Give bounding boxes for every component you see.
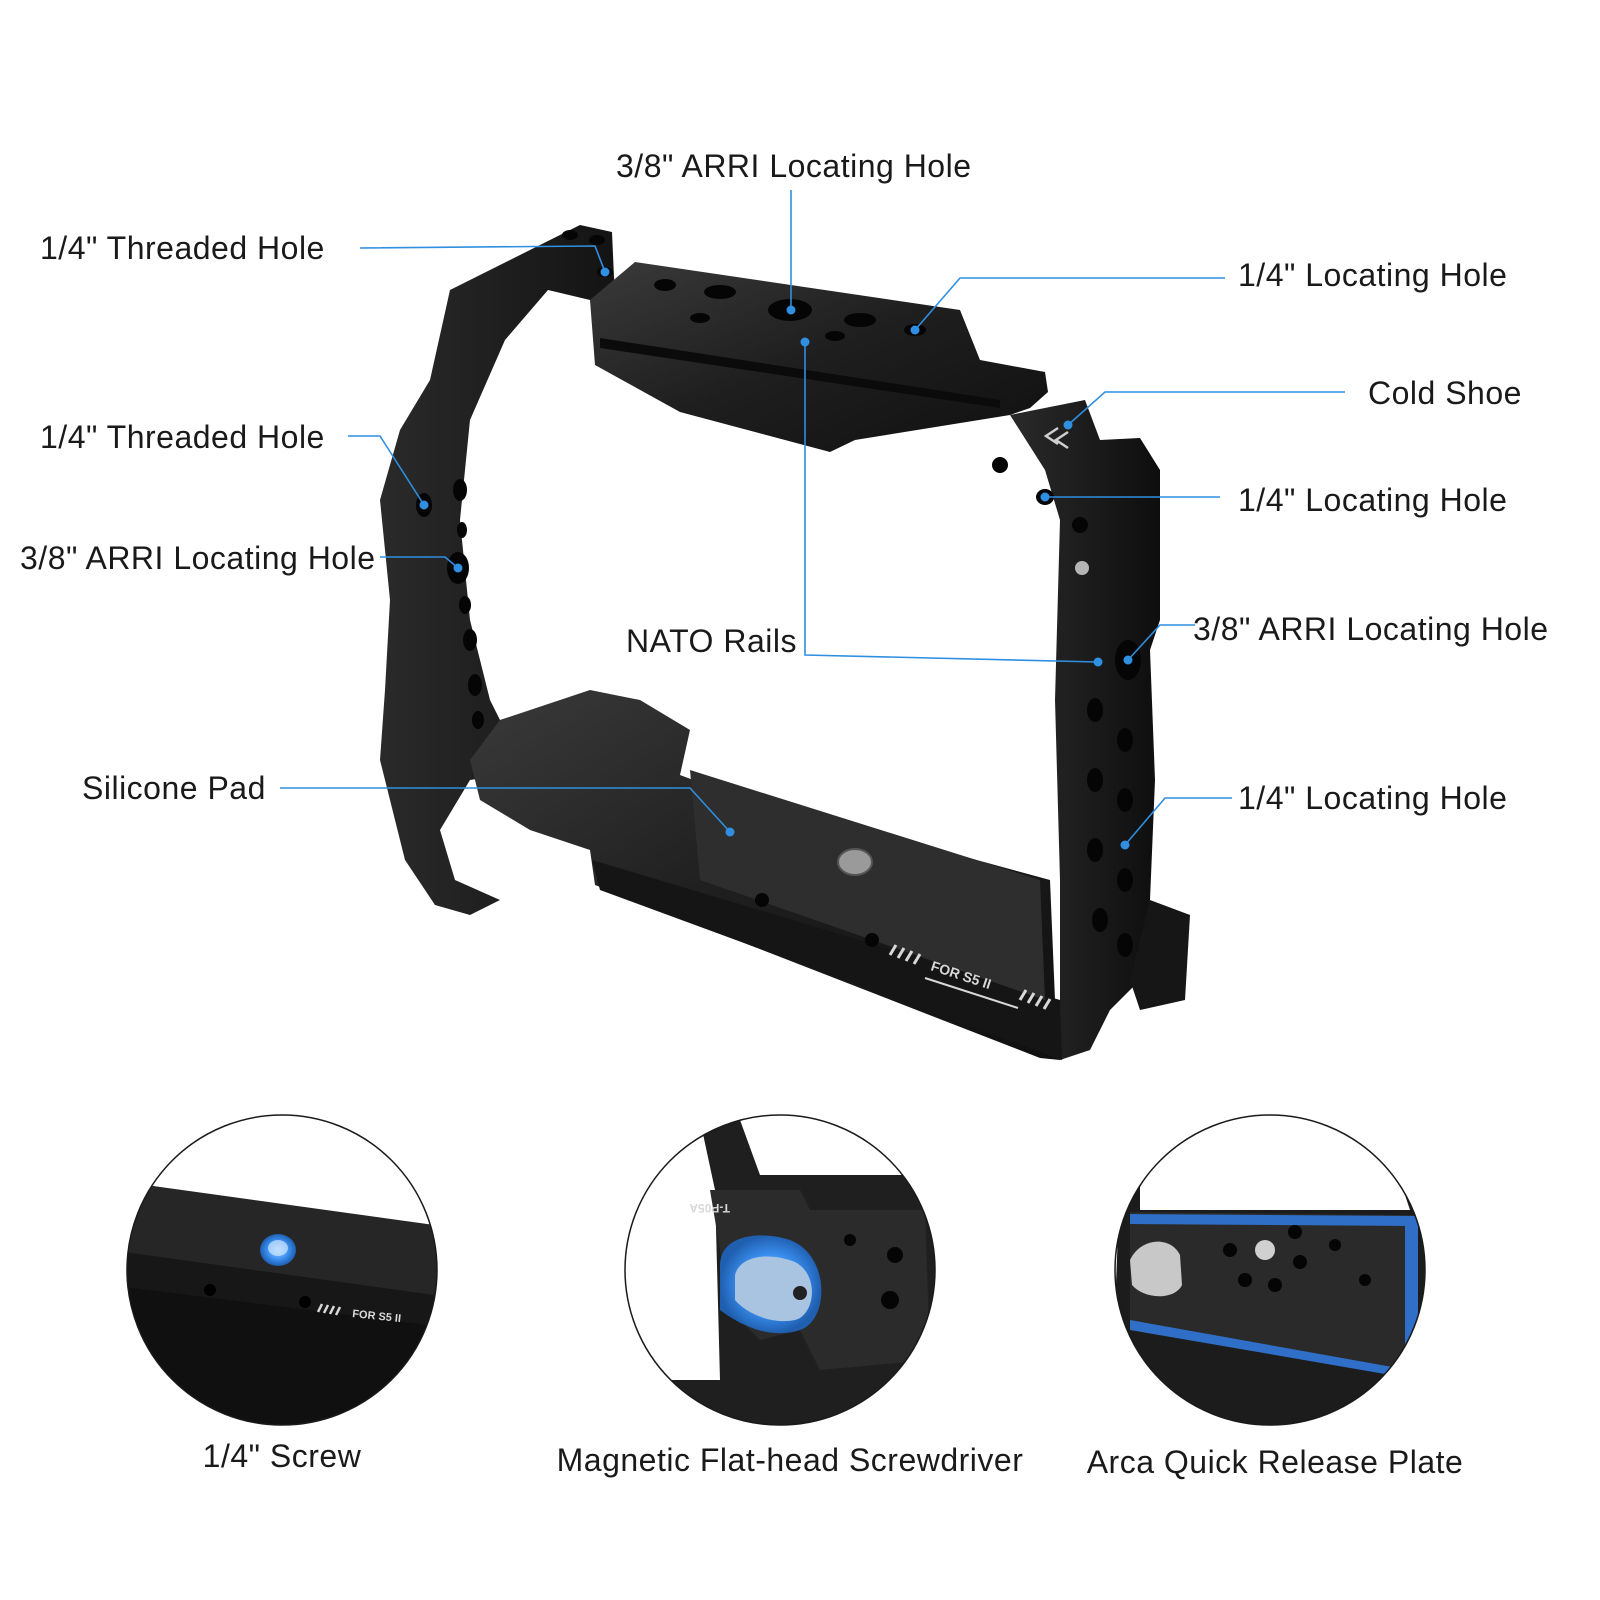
camera-cage: FOR S5 II	[380, 225, 1190, 1060]
leader-arri-left	[380, 556, 459, 569]
arca-plate-detail	[1114, 1114, 1426, 1426]
callout-dot	[786, 305, 796, 315]
callout-threaded-left: 1/4" Threaded Hole	[40, 419, 325, 455]
leader-locating-right-low	[1124, 797, 1232, 846]
callout-nato-rails: NATO Rails	[626, 623, 797, 659]
left-hole	[468, 674, 482, 696]
leader-arri-right	[1127, 624, 1195, 661]
right-hole	[1117, 728, 1133, 752]
callout-dot	[1120, 840, 1130, 850]
leader-threaded-left	[348, 435, 425, 506]
callout-arri-left: 3/8" ARRI Locating Hole	[20, 540, 376, 576]
caption-arca-plate: Arca Quick Release Plate	[1086, 1444, 1464, 1480]
callout-arri-top: 3/8" ARRI Locating Hole	[616, 148, 972, 184]
arca-foot	[1130, 900, 1190, 1010]
top-hole	[562, 230, 578, 240]
engraving-underline	[924, 977, 1019, 1009]
right-hole	[1092, 908, 1108, 932]
left-hole	[472, 711, 484, 729]
top-hole	[654, 279, 676, 291]
callout-threaded-top: 1/4" Threaded Hole	[40, 230, 325, 266]
callout-dots	[419, 267, 1133, 850]
cage-right-side	[1010, 400, 1160, 1060]
callout-dot	[800, 337, 810, 347]
screw-detail-engraving: FOR S5 II	[352, 1308, 402, 1325]
leader-threaded-top	[359, 245, 606, 273]
screw-icon	[837, 848, 873, 876]
left-hole	[459, 596, 471, 614]
right-hole	[1117, 933, 1133, 957]
callout-dot	[1123, 655, 1133, 665]
engraving-stripes-right	[1018, 989, 1052, 1010]
top-hole	[825, 331, 845, 341]
right-hole	[1087, 838, 1103, 862]
top-hole	[704, 285, 736, 299]
callout-arri-right: 3/8" ARRI Locating Hole	[1193, 611, 1549, 647]
callout-dot	[453, 563, 463, 573]
top-hole	[690, 313, 710, 323]
callout-lines	[280, 190, 1345, 846]
callout-locating-top-right: 1/4" Locating Hole	[1238, 257, 1508, 293]
callout-dot	[1063, 420, 1073, 430]
left-hole	[463, 629, 477, 651]
engraving-stripes-left	[888, 944, 922, 965]
screwdriver-detail: T-P05A	[624, 1114, 936, 1426]
nato-rail-groove	[600, 338, 1000, 408]
leader-nato	[804, 340, 1099, 663]
leader-silicone	[280, 787, 731, 833]
cage-bottom-rail	[592, 860, 1062, 1060]
bottom-hole	[865, 933, 879, 947]
callout-dot	[1093, 657, 1103, 667]
cage-top-plate	[590, 262, 1048, 452]
caption-screw: 1/4" Screw	[202, 1438, 362, 1474]
chevron-icon	[1043, 426, 1069, 450]
callout-dot	[1040, 492, 1050, 502]
callout-locating-right-low: 1/4" Locating Hole	[1238, 780, 1508, 816]
leader-cold-shoe	[1067, 391, 1345, 426]
right-hole	[1072, 517, 1088, 533]
right-hole	[1117, 788, 1133, 812]
right-hole	[1087, 698, 1103, 722]
tool-engraving: T-P05A	[689, 1201, 730, 1215]
callout-dot	[725, 827, 735, 837]
top-hole	[844, 313, 876, 327]
callout-dot	[600, 267, 610, 277]
callout-dot	[419, 500, 429, 510]
callout-locating-right-mid: 1/4" Locating Hole	[1238, 482, 1508, 518]
callout-cold-shoe: Cold Shoe	[1368, 375, 1522, 411]
leader-locating-top-right	[914, 277, 1225, 331]
right-pin	[1075, 561, 1089, 575]
callout-silicone-pad: Silicone Pad	[82, 770, 266, 806]
callout-dot	[910, 325, 920, 335]
left-hole	[457, 522, 467, 538]
top-hole	[589, 235, 605, 245]
right-hole	[1117, 868, 1133, 892]
screw-detail: FOR S5 II	[126, 1114, 438, 1426]
silicone-pad-surface	[690, 770, 1045, 1000]
left-hole	[453, 479, 467, 501]
caption-screwdriver: Magnetic Flat-head Screwdriver	[556, 1442, 1024, 1478]
bottom-hole	[755, 893, 769, 907]
right-hole	[1087, 768, 1103, 792]
right-hole	[992, 457, 1008, 473]
